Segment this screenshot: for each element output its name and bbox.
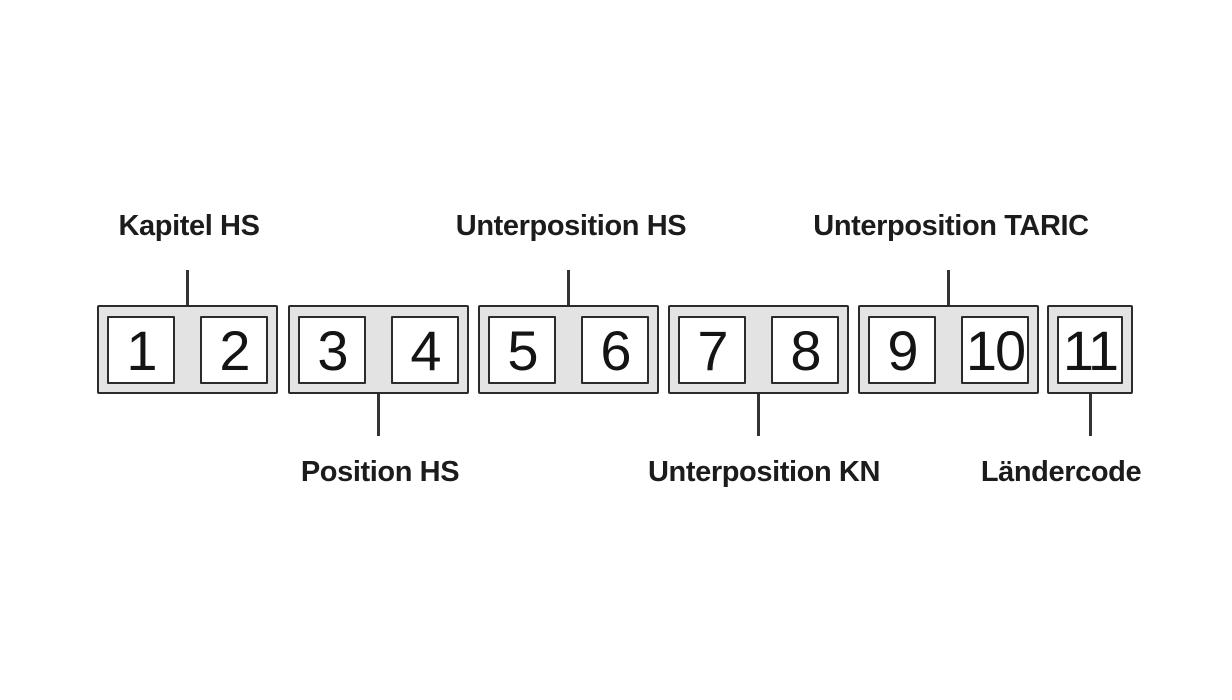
digit-4: 4	[410, 318, 441, 382]
group-unterposition-taric: 9 10	[858, 305, 1039, 394]
connector-unterposition-taric	[947, 270, 950, 305]
digit-box-5: 5	[488, 315, 556, 384]
digit-9: 9	[887, 318, 918, 382]
digit-box-11: 11	[1057, 315, 1123, 384]
label-unterposition-kn: Unterposition KN	[647, 456, 881, 488]
group-laendercode: 11	[1047, 305, 1133, 394]
digit-box-8: 8	[771, 315, 839, 384]
group-kapitel-hs: 1 2	[97, 305, 278, 394]
connector-unterposition-kn	[757, 394, 760, 436]
connector-kapitel-hs	[186, 270, 189, 305]
digit-11: 11	[1062, 318, 1119, 382]
digit-1: 1	[126, 318, 157, 382]
digit-box-2: 2	[200, 315, 268, 384]
digit-box-10: 10	[961, 315, 1029, 384]
digit-box-4: 4	[391, 315, 459, 384]
digit-7: 7	[697, 318, 728, 382]
digit-box-3: 3	[298, 315, 366, 384]
digit-box-7: 7	[678, 315, 746, 384]
digit-6: 6	[600, 318, 631, 382]
label-unterposition-hs: Unterposition HS	[455, 210, 687, 242]
label-position-hs: Position HS	[300, 456, 460, 488]
digit-box-6: 6	[581, 315, 649, 384]
label-laendercode: Ländercode	[980, 456, 1142, 488]
connector-position-hs	[377, 394, 380, 436]
group-unterposition-kn: 7 8	[668, 305, 849, 394]
digit-2: 2	[219, 318, 250, 382]
digit-5: 5	[507, 318, 538, 382]
digit-10: 10	[965, 318, 1026, 382]
digit-box-1: 1	[107, 315, 175, 384]
connector-unterposition-hs	[567, 270, 570, 305]
connector-laendercode	[1089, 394, 1092, 436]
label-unterposition-taric: Unterposition TARIC	[813, 210, 1089, 242]
group-unterposition-hs: 5 6	[478, 305, 659, 394]
digit-box-9: 9	[868, 315, 936, 384]
group-position-hs: 3 4	[288, 305, 469, 394]
label-kapitel-hs: Kapitel HS	[118, 210, 260, 242]
digit-3: 3	[317, 318, 348, 382]
digit-8: 8	[790, 318, 821, 382]
